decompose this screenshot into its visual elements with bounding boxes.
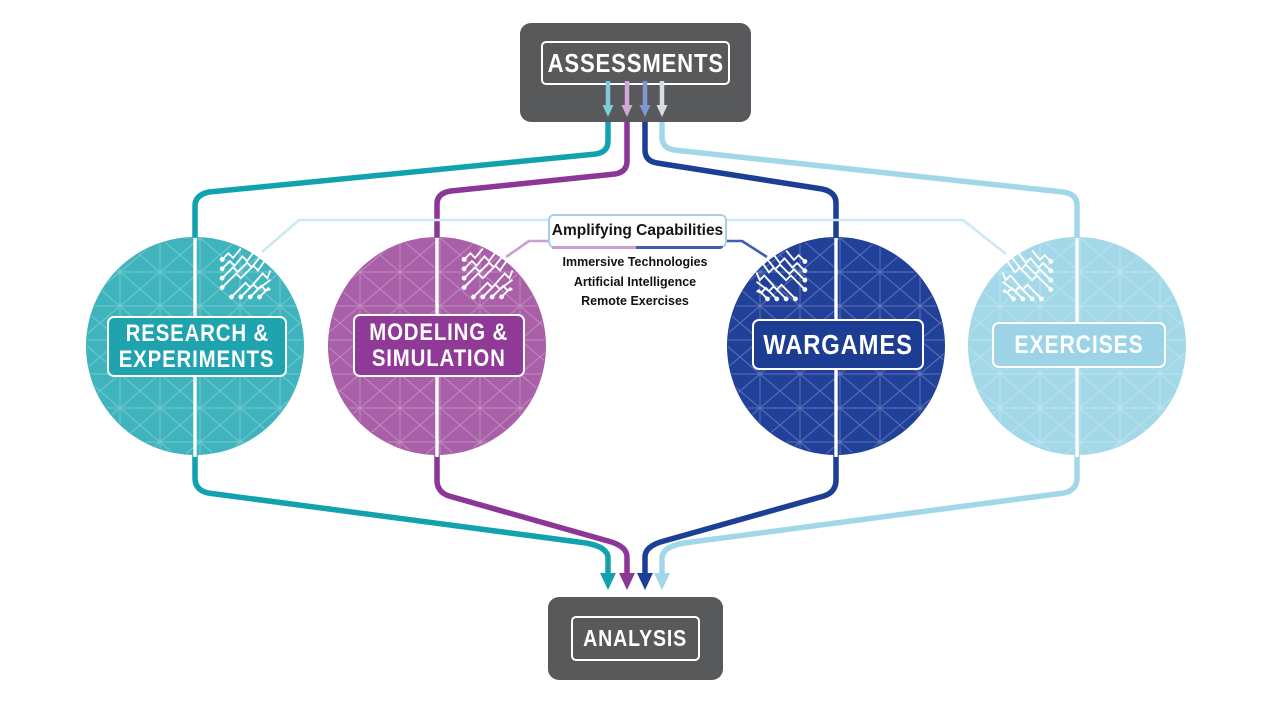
amplifying-capabilities-box: Amplifying Capabilities <box>548 214 727 249</box>
research-label-line2: EXPERIMENTS <box>119 345 275 373</box>
arrowhead-exercises <box>654 573 670 590</box>
assessment-arrow-gray <box>656 81 668 117</box>
assessment-arrow-blue <box>639 81 651 117</box>
modeling-label-line2: SIMULATION <box>372 344 506 372</box>
wargames-label: WARGAMES <box>752 319 924 370</box>
amplifying-border-pink <box>552 245 636 249</box>
modeling-label-line1: MODELING & <box>369 318 509 346</box>
exercises-label-text: EXERCISES <box>1014 330 1144 359</box>
assessment-arrow-teal <box>602 81 614 117</box>
amplifying-item-immersive: Immersive Technologies <box>562 255 708 269</box>
amplifying-link-research <box>261 218 548 253</box>
amplifying-capabilities-title: Amplifying Capabilities <box>551 222 724 239</box>
research-label-line1: RESEARCH & <box>125 319 269 347</box>
amplifying-item-remote: Remote Exercises <box>581 294 689 308</box>
amplifying-border-blue <box>636 245 723 249</box>
amplifying-links <box>261 218 1007 259</box>
amplifying-item-ai: Artificial Intelligence <box>573 274 697 289</box>
analysis-arrowheads <box>600 573 670 590</box>
wargames-label-text: WARGAMES <box>763 328 913 360</box>
amplifying-link-modeling <box>505 239 548 259</box>
assessments-title: ASSESSMENTS <box>547 47 724 78</box>
modeling-simulation-label: MODELING & SIMULATION <box>353 314 525 377</box>
assessments-arrows <box>602 81 668 117</box>
analysis-title-frame: ANALYSIS <box>571 616 700 661</box>
amplifying-link-exercises <box>723 218 1007 256</box>
analysis-node: ANALYSIS <box>548 597 723 680</box>
assessment-arrow-pink <box>621 81 633 117</box>
arrowhead-research <box>600 573 616 590</box>
assessments-node: ASSESSMENTS <box>520 23 751 122</box>
arrowhead-wargames <box>637 573 653 590</box>
assessments-title-frame: ASSESSMENTS <box>541 41 730 85</box>
research-experiments-label: RESEARCH & EXPERIMENTS <box>107 316 287 377</box>
arrowhead-modeling <box>619 573 635 590</box>
amplifying-link-wargames <box>723 239 768 259</box>
analysis-title: ANALYSIS <box>583 625 688 651</box>
exercises-label: EXERCISES <box>992 322 1166 368</box>
amplifying-capabilities-list: Immersive Technologies Artificial Intell… <box>524 253 746 312</box>
